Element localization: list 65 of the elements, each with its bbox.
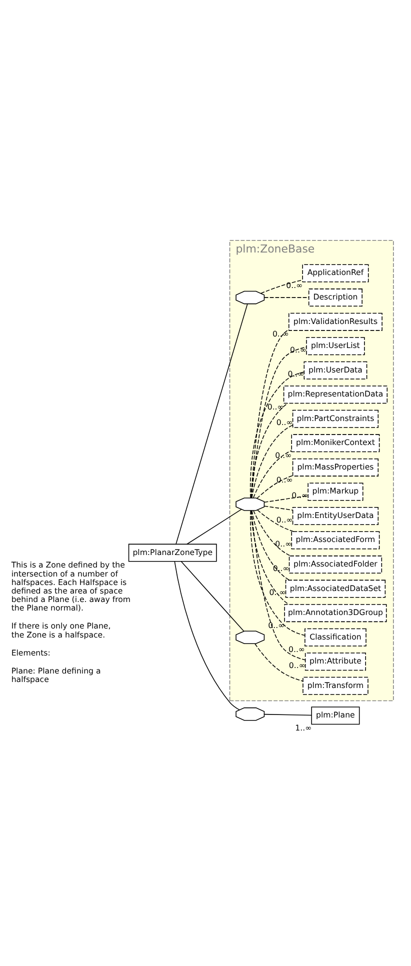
node-box: Classification — [304, 628, 366, 646]
connector — [254, 642, 304, 681]
node-label: 0..∞ — [276, 418, 293, 427]
node-box: plm:RepresentationData — [283, 385, 388, 404]
node-box: plm:Markup — [308, 482, 364, 500]
connector — [264, 296, 310, 298]
node-box: plm:AssociatedForm — [291, 530, 380, 549]
node-box: plm:Transform — [302, 676, 368, 694]
node-box: plm:MonikerContext — [291, 434, 380, 452]
connector — [264, 505, 294, 510]
node-box: plm:UserList — [306, 336, 365, 355]
connector — [252, 510, 290, 580]
node-box: plm:PlanarZoneType — [128, 543, 217, 562]
connector — [251, 510, 306, 660]
connector — [180, 560, 244, 632]
connector — [186, 508, 242, 544]
connector — [174, 560, 240, 710]
connector — [260, 279, 303, 294]
connector — [250, 371, 304, 498]
connector — [253, 450, 292, 498]
node-octagon — [236, 290, 265, 304]
node-label: 0..∞ — [276, 474, 293, 484]
node-box: plm:MassProperties — [292, 458, 379, 476]
connector — [256, 474, 293, 498]
node-octagon — [236, 630, 265, 644]
connector — [264, 713, 312, 716]
connector — [250, 328, 290, 498]
node-box: plm:AssociatedDataSet — [285, 579, 386, 598]
node-box: plm:Plane — [311, 706, 360, 724]
connector — [251, 346, 307, 498]
node-label: 0..∞ — [288, 644, 305, 654]
node-box: plm:ValidationResults — [288, 312, 382, 330]
node-label: Elements: — [11, 648, 50, 657]
node-box: plm:UserData — [304, 360, 368, 379]
connector — [176, 302, 248, 544]
node-box: plm:EntityUserData — [292, 506, 379, 524]
node-box: plm:AssociatedFolder — [288, 555, 382, 574]
node-box: Description — [308, 288, 362, 306]
node-label: 1..∞ — [295, 723, 312, 732]
node-octagon — [236, 706, 265, 720]
connector — [250, 510, 290, 604]
node-box: plm:PartConstraints — [292, 409, 379, 428]
node-box: ApplicationRef — [302, 264, 369, 282]
connector — [250, 510, 306, 636]
node-label: If there is only one Plane, the Zone is a halfspace. — [11, 621, 111, 639]
node-label: 0..∞ — [269, 588, 286, 597]
node-label: 0..∞ — [267, 402, 284, 412]
node-box: plm:Attribute — [304, 652, 366, 670]
node-label: 0..∞ — [275, 539, 292, 548]
connector — [257, 509, 294, 532]
connector — [253, 510, 291, 556]
node-label: 0..∞ — [272, 329, 289, 338]
node-octagon — [236, 497, 265, 510]
node-label: 0..∞ — [272, 563, 290, 572]
node-label: 0..∞ — [286, 280, 303, 290]
connector — [264, 494, 308, 502]
node-label: 0..∞ — [288, 369, 304, 378]
node-label: 0..∞ — [276, 514, 293, 524]
connector — [251, 424, 293, 498]
node-label: 0..∞ — [268, 620, 285, 630]
node-label: 0..∞ — [275, 450, 292, 460]
node-label: 0..∞ — [288, 660, 306, 670]
node-label: Plane: Plane defining a halfspace — [11, 666, 101, 684]
node-label: This is a Zone defined by the intersection of a number of halfspaces. Each Halfspace is defined as the area of space behind a Plane (i.e. away from the Plane normal). — [11, 560, 131, 612]
node-box: plm:Annotation3DGroup — [284, 604, 387, 622]
